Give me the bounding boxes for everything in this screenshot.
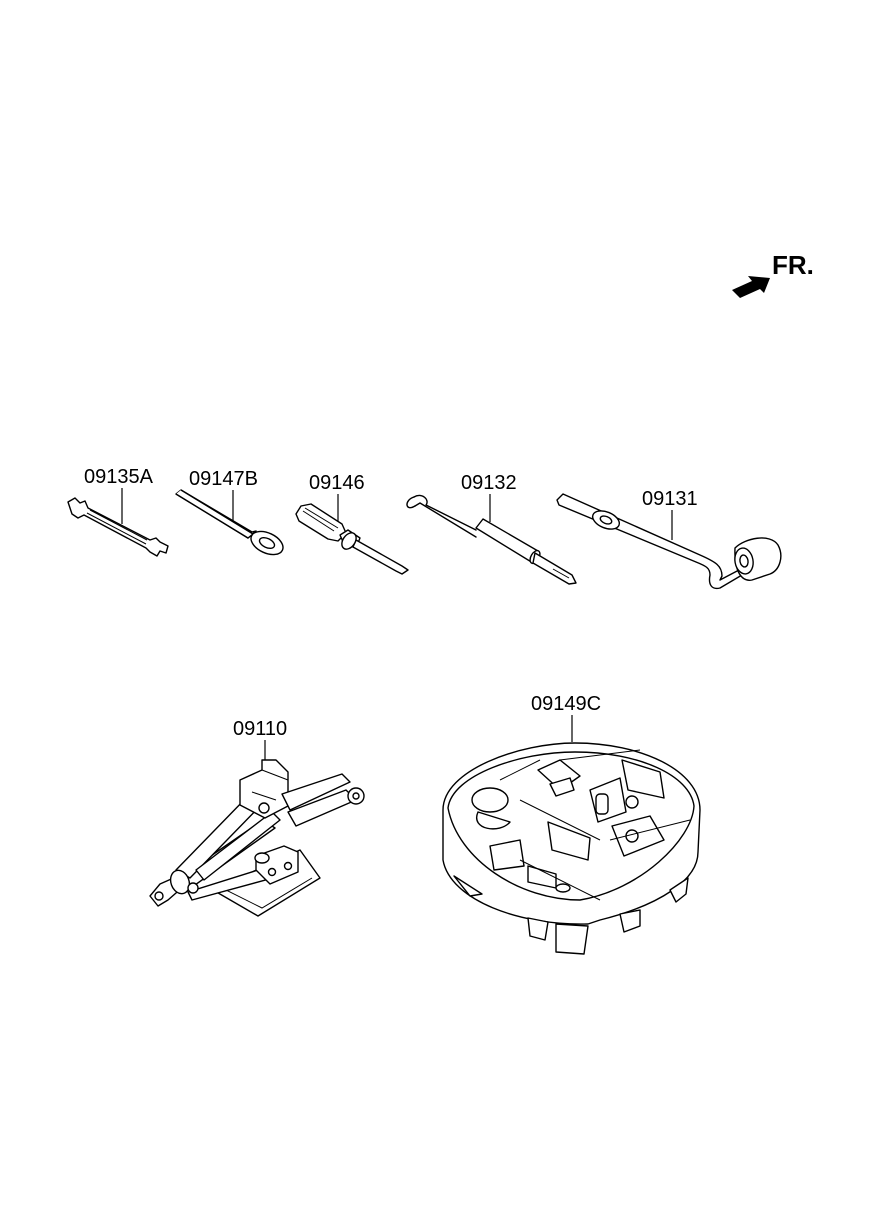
part-number-label: 09149C — [531, 693, 601, 715]
hook-driver-icon — [406, 494, 577, 585]
part-lug-wrench[interactable]: 09131 — [556, 488, 782, 590]
part-screwdriver[interactable]: 09146 — [295, 472, 409, 575]
part-number-label: 09131 — [642, 488, 698, 510]
tow-tool-icon — [175, 489, 284, 556]
front-label: FR. — [772, 250, 814, 280]
wrench-icon — [67, 497, 169, 557]
part-hook-driver[interactable]: 09132 — [406, 472, 577, 585]
front-indicator: FR. — [732, 250, 814, 298]
part-jack[interactable]: 09110 — [149, 718, 365, 917]
part-number-label: 09132 — [461, 472, 517, 494]
tool-tray-icon — [442, 742, 701, 955]
screwdriver-icon — [295, 503, 409, 575]
part-number-label: 09147B — [189, 468, 258, 490]
part-number-label: 09146 — [309, 472, 365, 494]
part-wrench[interactable]: 09135A — [67, 466, 169, 557]
part-number-label: 09110 — [233, 718, 287, 740]
arrow-icon — [732, 276, 770, 298]
part-tool-tray[interactable]: 09149C — [442, 693, 701, 955]
lug-wrench-icon — [556, 493, 782, 590]
part-tow-hook-tool[interactable]: 09147B — [175, 468, 287, 559]
part-number-label: 09135A — [84, 466, 154, 488]
jack-icon — [149, 759, 365, 917]
